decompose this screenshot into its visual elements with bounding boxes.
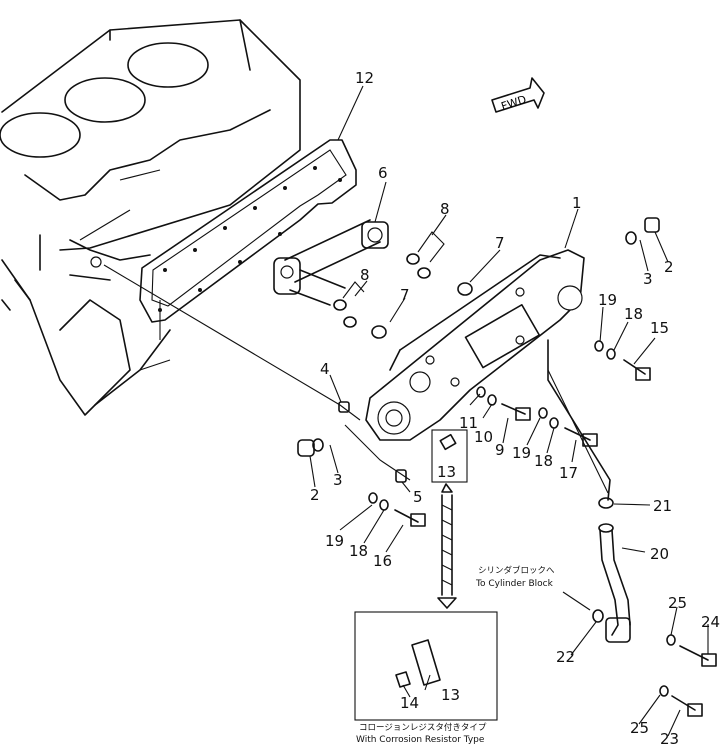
o-rings-part-7 [371,282,473,339]
bolt-set-9-10-11 [476,386,531,421]
inset-caption-ja: コロージョンレジスタ付きタイプ [359,722,487,733]
callout-13-top: 13 [437,463,456,481]
callout-5: 5 [413,488,423,506]
callout-24: 24 [701,613,720,631]
callout-4: 4 [320,360,330,378]
plug-part-2-left [297,438,324,457]
callout-18-b: 18 [534,452,553,470]
gasket-part-12 [139,139,357,323]
callout-13-inset: 13 [441,686,460,704]
corrosion-resistor-part-13 [431,429,468,483]
callout-10: 10 [474,428,493,446]
oil-cooler-part-1 [365,249,611,501]
inset-caption-en: With Corrosion Resistor Type [356,735,485,745]
cylinder-block-note-ja: シリンダブロックへ [478,565,555,576]
callout-15: 15 [650,319,669,337]
plug-part-5 [395,469,407,483]
callout-3-right: 3 [643,270,653,288]
callout-3-left: 3 [333,471,343,489]
plug-part-2-right [625,217,660,245]
callout-6: 6 [378,164,388,182]
double-arrow [437,483,457,609]
callout-23: 23 [660,730,679,746]
fwd-arrow: FWD [491,77,545,113]
bolt-set-16-18-19 [368,492,426,527]
water-pipe-part-20 [592,497,631,643]
pipe-part-6 [273,219,389,306]
bolt-set-23-24-25 [659,634,717,717]
callout-1: 1 [572,194,582,212]
callout-8-mid: 8 [360,266,370,284]
callout-8-top: 8 [440,200,450,218]
callout-11: 11 [459,414,478,432]
callout-21: 21 [653,497,672,515]
cylinder-block-note-en: To Cylinder Block [475,579,554,589]
callout-7-top: 7 [495,234,505,252]
callout-16: 16 [373,552,392,570]
callout-9: 9 [495,441,505,459]
callout-17: 17 [559,464,578,482]
callout-12: 12 [355,69,374,87]
callout-14: 14 [400,694,419,712]
bolt-set-15-18-19 [594,340,651,381]
callout-2-left: 2 [310,486,320,504]
o-rings-part-8 [333,231,445,328]
callout-22: 22 [556,648,575,666]
callout-19-b: 19 [512,444,531,462]
notes: シリンダブロックへ To Cylinder Block コロージョンレジスタ付き… [356,565,555,745]
inset-box [354,611,498,721]
callout-19-c: 19 [325,532,344,550]
leader-lines [103,85,709,737]
callout-20: 20 [650,545,669,563]
callout-2-right: 2 [664,258,674,276]
callout-25-bottom: 25 [630,719,649,737]
callout-18-c: 18 [349,542,368,560]
engine-block [0,19,301,416]
callout-18-a: 18 [624,305,643,323]
callout-numbers: 12 6 8 8 7 7 1 3 2 19 18 15 4 11 10 9 19… [310,69,720,746]
plug-part-4 [338,401,350,413]
callout-19-a: 19 [598,291,617,309]
callout-25-top: 25 [668,594,687,612]
callout-7-mid: 7 [400,286,410,304]
